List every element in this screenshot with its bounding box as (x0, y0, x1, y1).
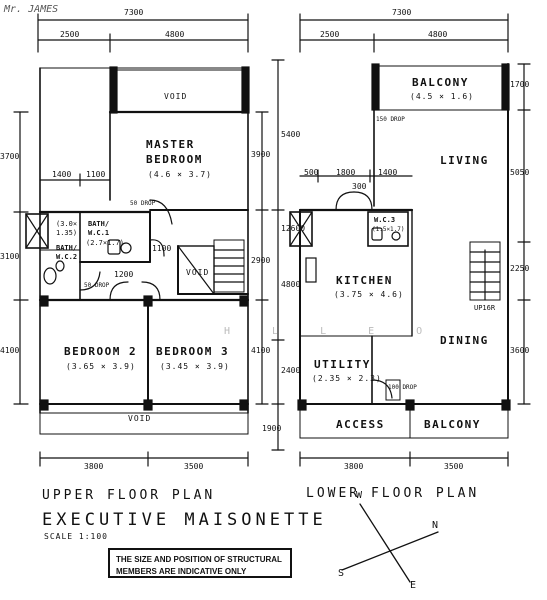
lower-right-dim-1700: 1700 (510, 80, 530, 89)
living-label: LIVING (440, 154, 489, 167)
upper-void-top: VOID (164, 92, 188, 101)
lower-dim-1400: 1400 (378, 168, 398, 177)
dim-1200-upper: 1200 (114, 270, 134, 279)
wc3-size: (1.5×1.7) (372, 226, 405, 233)
lower-bottom-dim-left: 3800 (344, 462, 364, 471)
dim-1100-upper-a: 1100 (86, 170, 106, 179)
compass-rose (341, 503, 439, 583)
master-bedroom-label-1: MASTER (146, 138, 195, 151)
plan-title: EXECUTIVE MAISONETTE (42, 510, 327, 530)
lower-right-dim-2250: 2250 (510, 264, 530, 273)
bath-wc2-size-1: (3.0× (56, 220, 78, 228)
upper-void-mid: VOID (186, 268, 210, 277)
balcony-label: BALCONY (412, 76, 469, 89)
lower-right-dim-3600: 3600 (510, 346, 530, 355)
lower-dim-300: 300 (352, 182, 367, 191)
utility-size: (2.35 × 2.3) (312, 374, 382, 383)
master-bedroom-size: (4.6 × 3.7) (148, 170, 212, 179)
lower-total-dim: 7300 (392, 8, 412, 17)
watermark: H L L E O (224, 326, 441, 337)
structural-note: THE SIZE AND POSITION OF STRUCTURAL MEMB… (108, 548, 292, 578)
mid-dim-1900: 1900 (262, 424, 282, 433)
left-dim-3100: 3100 (0, 252, 20, 261)
bedroom3-label: BEDROOM 3 (156, 345, 230, 358)
drop-note-2: 50 DROP (84, 282, 110, 289)
left-dim-3700: 3700 (0, 152, 20, 161)
mid-dim-12600: 12600 (281, 224, 306, 233)
mid-dim-2400: 2400 (281, 366, 301, 375)
upper-floor-plan-label: UPPER FLOOR PLAN (42, 488, 216, 503)
lower-bottom-dim-right: 3500 (444, 462, 464, 471)
upper-floor-plan (13, 13, 269, 467)
upper-right-dim: 4800 (165, 30, 185, 39)
compass-s: S (338, 568, 346, 579)
note-line-2: MEMBERS ARE INDICATIVE ONLY (116, 567, 247, 576)
right-dim-3900: 3900 (251, 150, 271, 159)
compass-e: E (410, 580, 418, 591)
compass-n: N (432, 520, 440, 531)
upper-left-dim: 2500 (60, 30, 80, 39)
upper-total-dim: 7300 (124, 8, 144, 17)
bath-wc2-label-2: W.C.2 (56, 253, 78, 261)
left-dim-4100: 4100 (0, 346, 20, 355)
lower-floor-plan (289, 13, 531, 467)
middle-dimensions (271, 59, 285, 451)
bath-wc2-size-2: 1.35) (56, 229, 78, 237)
compass-m: W (356, 490, 364, 501)
bath-wc1-label-2: W.C.1 (88, 229, 110, 237)
bath-wc2-label-1: BATH/ (56, 244, 78, 252)
upper-void-bottom: VOID (128, 414, 152, 423)
right-dim-4100: 4100 (251, 346, 271, 355)
master-bedroom-label-2: BEDROOM (146, 153, 203, 166)
balcony-size: (4.5 × 1.6) (410, 92, 474, 101)
access-label: ACCESS (336, 418, 385, 431)
upper-bottom-dim-left: 3800 (84, 462, 104, 471)
mid-dim-5400: 5400 (281, 130, 301, 139)
kitchen-size: (3.75 × 4.6) (334, 290, 404, 299)
utility-label: UTILITY (314, 358, 371, 371)
stair-up-label: UP16R (474, 304, 496, 312)
bath-wc1-label-1: BATH/ (88, 220, 110, 228)
kitchen-label: KITCHEN (336, 274, 393, 287)
drop-note-utility: 100 DROP (388, 384, 417, 391)
bedroom2-label: BEDROOM 2 (64, 345, 138, 358)
scale-label: SCALE 1:100 (44, 532, 108, 541)
dim-1400-upper: 1400 (52, 170, 72, 179)
bedroom3-size: (3.45 × 3.9) (160, 362, 230, 371)
lower-floor-plan-label: LOWER FLOOR PLAN (306, 486, 480, 501)
lower-dim-1800: 1800 (336, 168, 356, 177)
mid-dim-4800: 4800 (281, 280, 301, 289)
access-balcony-label: BALCONY (424, 418, 481, 431)
bedroom2-size: (3.65 × 3.9) (66, 362, 136, 371)
note-line-1: THE SIZE AND POSITION OF STRUCTURAL (116, 555, 282, 564)
bath-wc1-size: (2.7×1.7) (86, 239, 124, 247)
lower-right-dim: 4800 (428, 30, 448, 39)
drop-note-lower-top: 150 DROP (376, 116, 405, 123)
lower-right-dim-5050: 5050 (510, 168, 530, 177)
scribble-note: Mr. JAMES (4, 4, 59, 15)
dining-label: DINING (440, 334, 489, 347)
drop-note-1: 50 DROP (130, 200, 156, 207)
upper-bottom-dim-right: 3500 (184, 462, 204, 471)
dim-1100-upper-b: 1100 (152, 244, 172, 253)
lower-left-dim: 2500 (320, 30, 340, 39)
right-dim-2900: 2900 (251, 256, 271, 265)
wc3-label: W.C.3 (374, 216, 396, 224)
lower-dim-500: 500 (304, 168, 319, 177)
